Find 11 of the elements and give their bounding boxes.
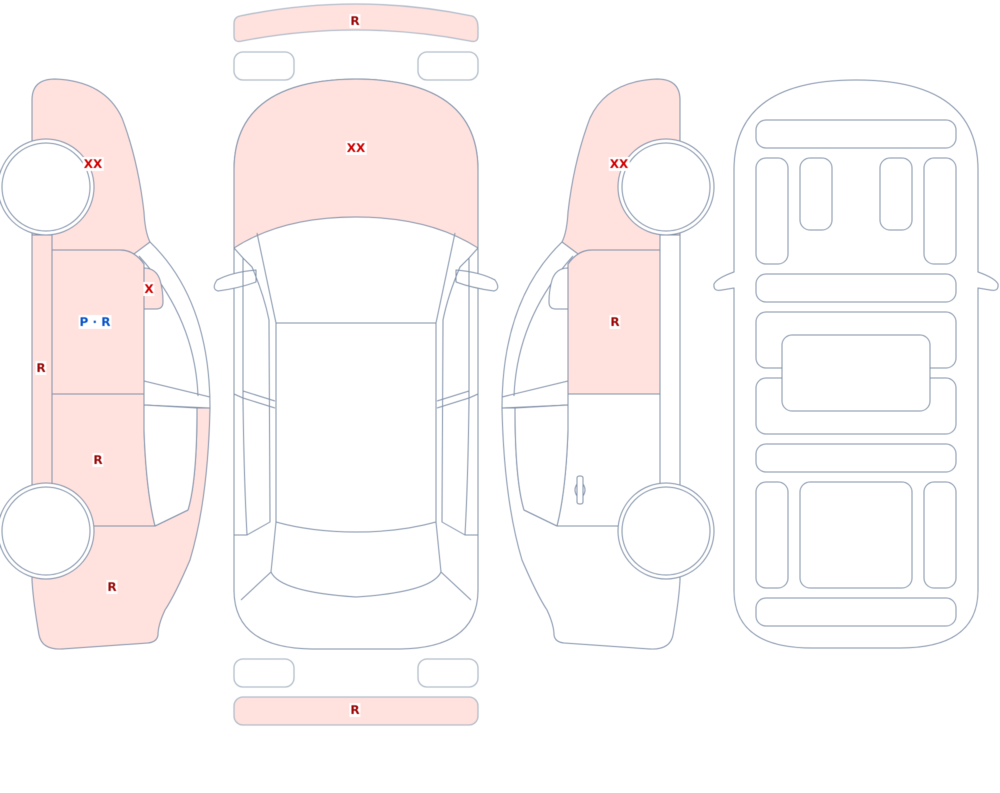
damage-code: XX (608, 157, 630, 171)
damage-code: R (609, 315, 621, 329)
damage-code: P · R (78, 315, 112, 329)
damage-code: R (349, 14, 361, 28)
damage-code: X (143, 282, 155, 296)
damage-code: R (35, 361, 47, 375)
damage-code: R (106, 580, 118, 594)
damage-code: R (349, 703, 361, 717)
damage-code: XX (82, 157, 104, 171)
damage-code: XX (346, 141, 366, 155)
damage-code: R (92, 453, 104, 467)
